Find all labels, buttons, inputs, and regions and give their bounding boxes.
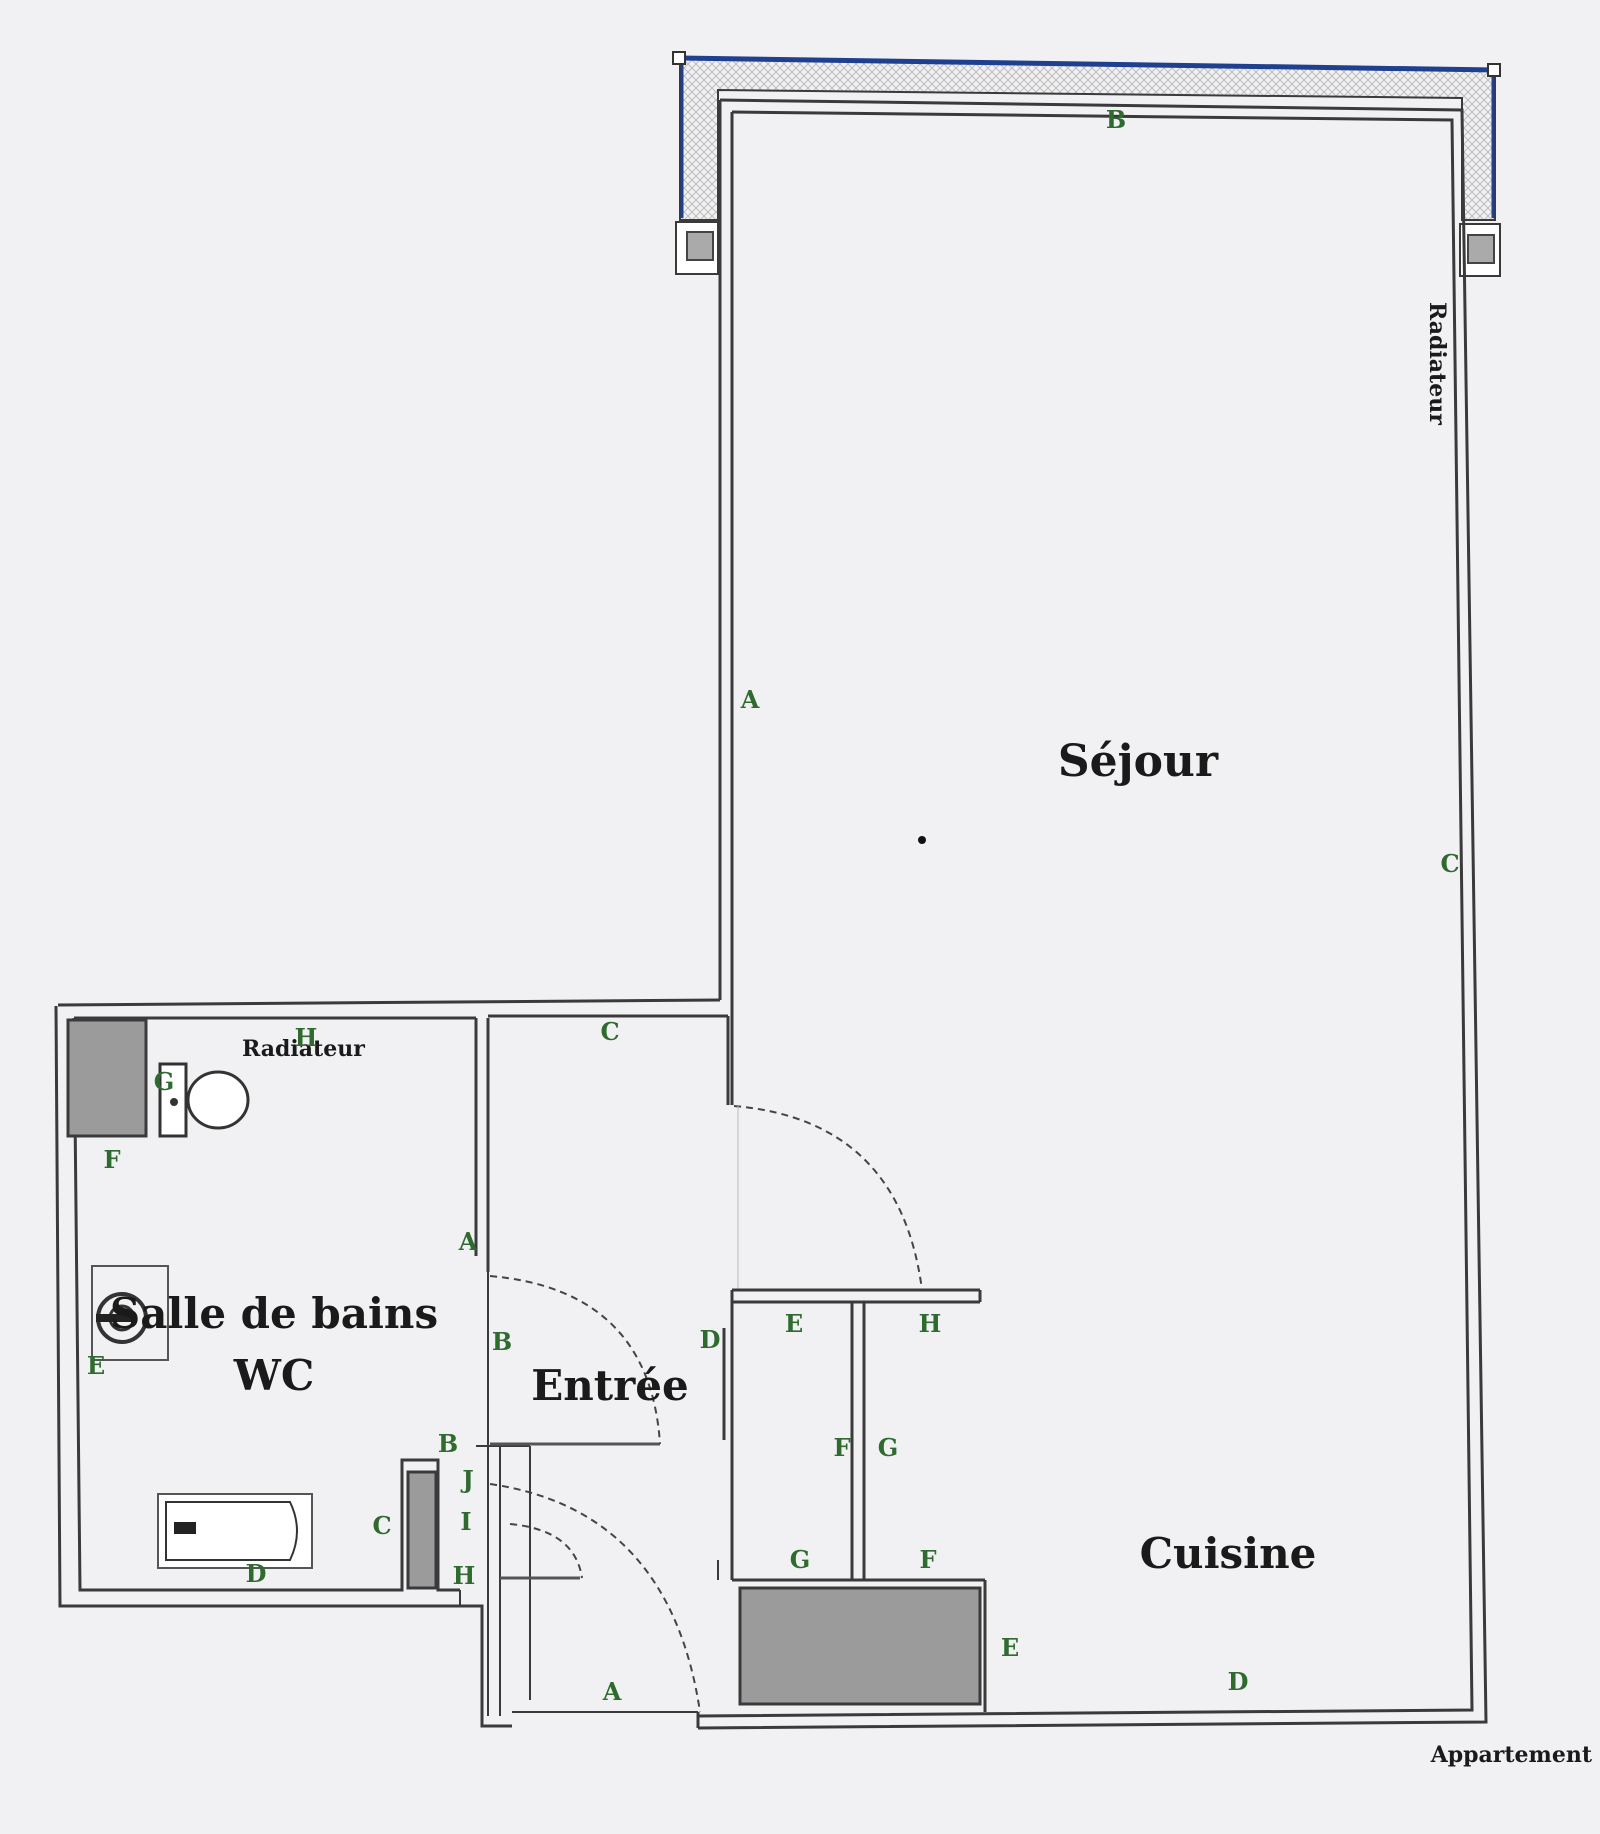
wall-letter: A	[740, 685, 760, 714]
center-dot	[918, 836, 926, 844]
wall-letter: F	[833, 1433, 850, 1462]
wall-letter: C	[1440, 849, 1459, 878]
wall-letter: F	[103, 1145, 120, 1174]
wall-letter: G	[878, 1433, 899, 1462]
wall-letter: A	[458, 1227, 478, 1256]
balcony	[672, 51, 1501, 277]
plan-title: Appartement	[1430, 1742, 1593, 1768]
wall-letter: D	[700, 1325, 721, 1354]
room-label-wc: WC	[233, 1351, 315, 1400]
wall-letter: H	[919, 1309, 942, 1338]
sejour-door-swing	[733, 1105, 923, 1291]
wall-letter: E	[785, 1309, 803, 1338]
wall-letter: E	[87, 1351, 105, 1380]
radiator-label-bathroom: Radiateur	[242, 1036, 365, 1062]
front-door-swing	[489, 1483, 701, 1713]
room-label-sejour: Séjour	[1058, 736, 1219, 787]
wall-letter: D	[246, 1559, 267, 1588]
wall-letter: B	[1106, 105, 1126, 134]
entree-walls	[476, 1016, 734, 1728]
room-label-cuisine: Cuisine	[1140, 1529, 1317, 1578]
room-label-salle-de-bains: Salle de bains	[110, 1289, 438, 1338]
main-walls	[57, 98, 1488, 1730]
wall-letter: I	[460, 1507, 471, 1536]
room-label-entree: Entrée	[531, 1361, 689, 1410]
wall-letter: B	[438, 1429, 458, 1458]
bath-cabinet	[406, 1470, 438, 1590]
toilet-bowl-icon	[186, 1070, 250, 1130]
wall-letter: G	[154, 1067, 175, 1096]
wall-letter: A	[602, 1677, 622, 1706]
wall-letter: B	[492, 1327, 512, 1356]
wall-letter: F	[919, 1545, 936, 1574]
wall-letter: G	[790, 1545, 811, 1574]
entree-bath-door-swing	[489, 1275, 661, 1445]
wall-letter: C	[600, 1017, 619, 1046]
sink-icon	[91, 1265, 169, 1361]
bath-fixtures	[66, 1018, 438, 1590]
wall-letter: H	[453, 1561, 476, 1590]
kitchen-counter	[738, 1586, 982, 1706]
balcony-railing	[679, 55, 1496, 73]
bathroom-walls	[54, 1005, 728, 1728]
wall-letter: H	[295, 1023, 318, 1052]
wall-letter: C	[372, 1511, 391, 1540]
bath-radiator-block	[66, 1018, 148, 1138]
wall-letter: J	[460, 1465, 473, 1494]
closet-walls	[732, 1288, 987, 1712]
radiator-label-sejour: Radiateur	[1424, 302, 1450, 425]
wall-letter: E	[1001, 1633, 1019, 1662]
wall-letter: D	[1228, 1667, 1249, 1696]
